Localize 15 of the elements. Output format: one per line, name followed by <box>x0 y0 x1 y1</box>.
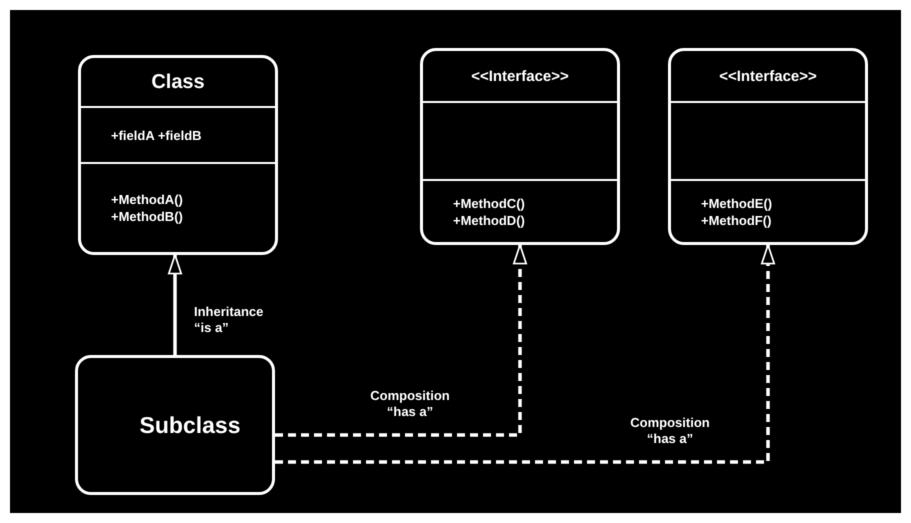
member-list: +MethodA() +MethodB() <box>111 191 241 225</box>
member-list: +MethodC() +MethodD() <box>453 194 583 228</box>
arrow <box>168 254 182 355</box>
arrow <box>275 244 776 464</box>
class-name: Class <box>151 70 205 94</box>
class-name: <<Interface>> <box>719 68 817 84</box>
class-box <box>420 48 620 245</box>
class-box <box>75 355 275 495</box>
member-list: +fieldA +fieldB <box>111 126 241 144</box>
member-list: +MethodE() +MethodF() <box>701 194 831 228</box>
class-box <box>668 48 868 245</box>
class-name: Subclass <box>140 412 240 438</box>
class-name: <<Interface>> <box>471 68 569 84</box>
class-box <box>78 55 278 255</box>
arrow <box>275 244 528 437</box>
